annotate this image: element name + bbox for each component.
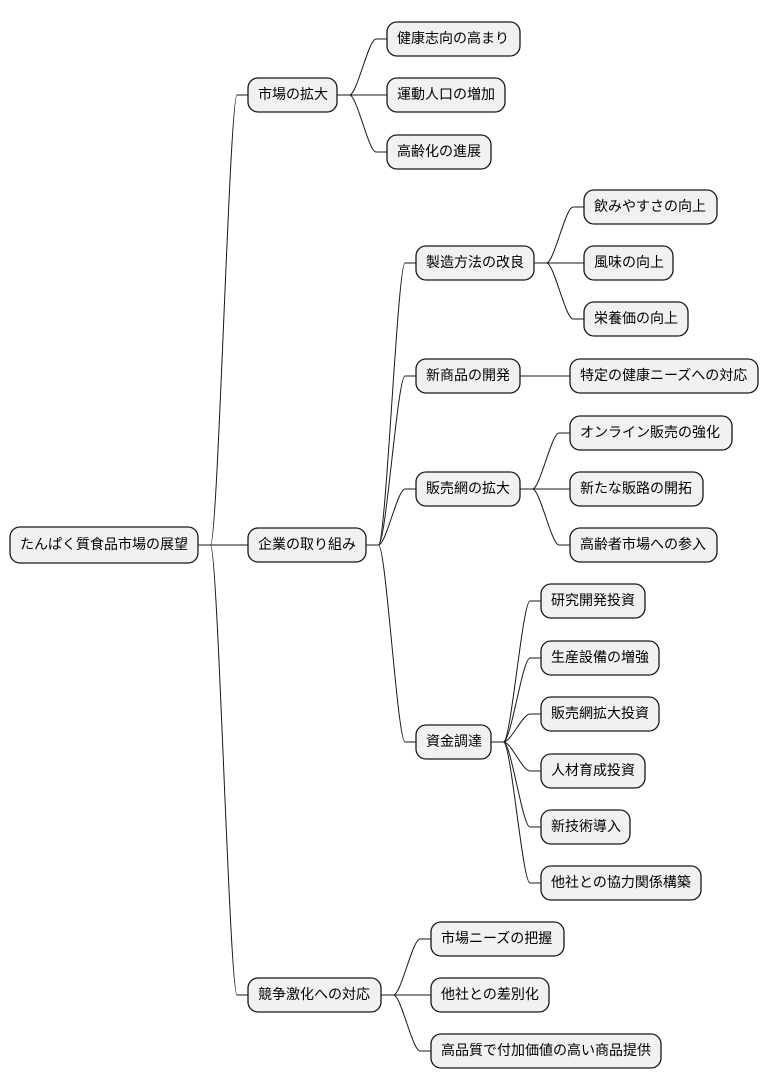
leaf-node: 新技術導入 (540, 809, 631, 845)
leaf-node: 他社との協力関係構築 (540, 865, 702, 901)
connector-line (366, 544, 416, 743)
leaf-label: 生産設備の増強 (551, 650, 649, 666)
leaf-label: オンライン販売の強化 (580, 425, 720, 441)
subbranch-label: 製造方法の改良 (426, 255, 524, 271)
leaf-node: 健康志向の高まり (386, 21, 521, 57)
connector-line (491, 741, 541, 772)
connector-line (337, 94, 387, 153)
connector-line (534, 262, 584, 320)
leaf-label: 研究開発投資 (551, 593, 635, 609)
leaf-label: 風味の向上 (594, 255, 664, 271)
connector-line (381, 994, 431, 1052)
leaf-label: 市場ニーズの把握 (441, 930, 552, 947)
connector-line (198, 544, 248, 996)
leaf-node: 生産設備の増強 (540, 640, 660, 676)
connector-line (534, 206, 584, 264)
leaf-node: 他社との差別化 (430, 977, 550, 1013)
connector-line (491, 713, 541, 743)
leaf-node: オンライン販売の強化 (569, 415, 733, 451)
subbranch-manufacturing: 製造方法の改良 (415, 245, 535, 281)
leaf-label: 高齢化の進展 (397, 143, 481, 160)
leaf-label: 栄養価の向上 (594, 310, 678, 327)
connector-line (520, 488, 570, 546)
leaf-node: 高品質で付加価値の高い商品提供 (430, 1033, 662, 1069)
branch-label: 競争激化への対応 (258, 986, 370, 1003)
connector-line (381, 938, 431, 996)
leaf-node: 特定の健康ニーズへの対応 (569, 358, 759, 394)
leaf-label: 他社との協力関係構築 (551, 875, 691, 891)
subbranch-sales-network: 販売網の拡大 (415, 471, 521, 507)
leaf-label: 新たな販路の開拓 (580, 481, 692, 497)
leaf-node: 研究開発投資 (540, 583, 646, 619)
connector-line (198, 94, 248, 546)
connector-lines (198, 38, 584, 1052)
branch-market-expansion: 市場の拡大 (247, 77, 338, 113)
leaf-node: 運動人口の増加 (386, 77, 506, 113)
branch-label: 市場の拡大 (258, 86, 328, 103)
leaf-label: 販売網拡大投資 (551, 706, 649, 722)
leaf-label: 運動人口の増加 (397, 87, 495, 103)
leaf-label: 飲みやすさの向上 (594, 199, 706, 215)
connector-line (491, 741, 541, 884)
mindmap-nodes: たんぱく質食品市場の展望 市場の拡大 健康志向の高まり 運動人口の増加 高齢化の… (9, 21, 759, 1069)
leaf-node: 栄養価の向上 (583, 301, 689, 337)
leaf-label: 人材育成投資 (551, 763, 635, 779)
subbranch-new-products: 新商品の開発 (415, 358, 521, 394)
leaf-label: 高品質で付加価値の高い商品提供 (441, 1042, 651, 1059)
leaf-node: 風味の向上 (583, 245, 674, 281)
root-label: たんぱく質食品市場の展望 (20, 536, 188, 553)
branch-competition-response: 競争激化への対応 (247, 977, 382, 1013)
connector-line (520, 432, 570, 490)
connector-line (366, 375, 416, 546)
leaf-node: 飲みやすさの向上 (583, 189, 718, 225)
leaf-node: 高齢者市場への参入 (569, 527, 718, 563)
leaf-node: 市場ニーズの把握 (430, 921, 565, 957)
leaf-node: 新たな販路の開拓 (569, 471, 704, 507)
leaf-label: 高齢者市場への参入 (580, 536, 706, 553)
connector-line (337, 38, 387, 96)
leaf-node: 販売網拡大投資 (540, 696, 660, 732)
leaf-label: 健康志向の高まり (397, 30, 509, 47)
leaf-label: 特定の健康ニーズへの対応 (580, 367, 747, 384)
connector-line (366, 488, 416, 546)
leaf-node: 高齢化の進展 (386, 134, 492, 170)
root-node: たんぱく質食品市場の展望 (9, 526, 199, 564)
connector-line (491, 600, 541, 743)
leaf-node: 人材育成投資 (540, 753, 646, 789)
leaf-label: 他社との差別化 (441, 987, 539, 1003)
connector-line (366, 262, 416, 546)
leaf-label: 新技術導入 (551, 819, 621, 835)
branch-corporate-initiatives: 企業の取り組み (247, 527, 367, 563)
subbranch-label: 新商品の開発 (426, 368, 510, 384)
subbranch-funding: 資金調達 (415, 724, 492, 760)
connector-line (491, 657, 541, 743)
branch-label: 企業の取り組み (258, 536, 356, 553)
subbranch-label: 資金調達 (426, 734, 482, 750)
subbranch-label: 販売網の拡大 (426, 481, 510, 497)
